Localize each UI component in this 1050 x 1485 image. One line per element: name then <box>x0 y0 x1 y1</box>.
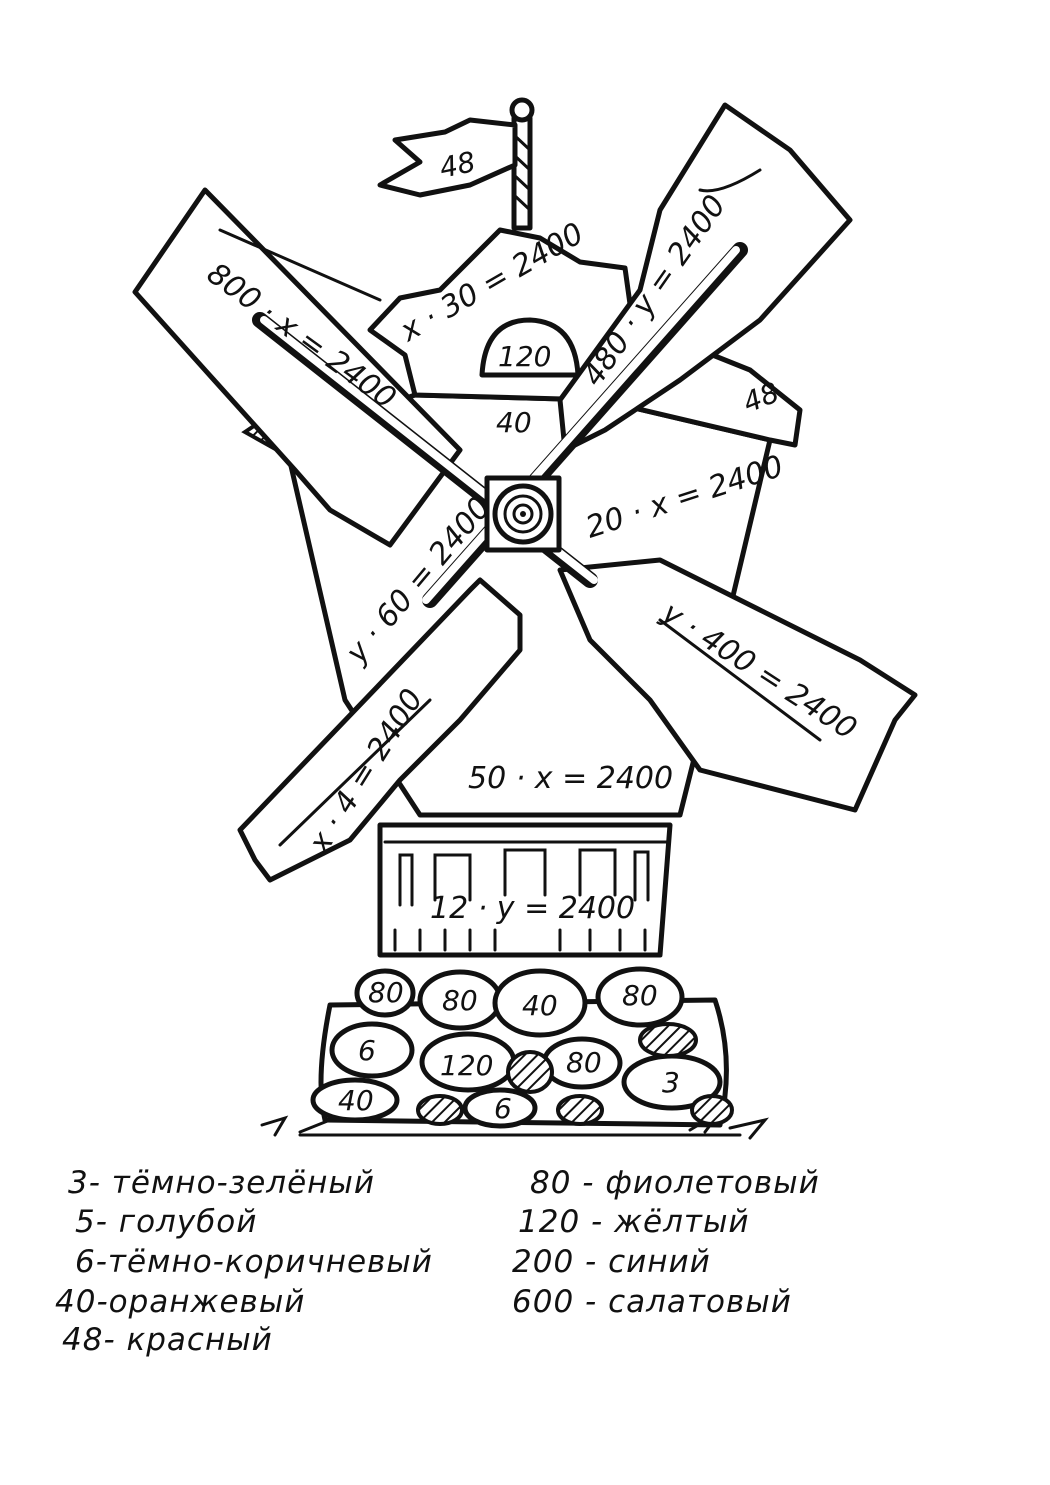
stone-number: 80 <box>442 984 478 1017</box>
hub <box>484 475 562 553</box>
stone <box>595 966 685 1028</box>
stone <box>462 1087 538 1129</box>
blade-lower-right <box>557 557 918 813</box>
stone-number: 80 <box>622 979 658 1012</box>
blade-upper-left <box>132 187 463 548</box>
stone <box>354 968 416 1018</box>
grass <box>260 1110 769 1140</box>
legend-entry: 600 - салатовый <box>512 1284 792 1320</box>
flag-knob <box>509 97 535 123</box>
legend-entry: 3- тёмно-зелёный <box>68 1165 375 1201</box>
stone-hatched <box>416 1094 464 1126</box>
legend-entry: 40-оранжевый <box>55 1284 305 1320</box>
color-legend: 3- тёмно-зелёный 5- голубой 6-тёмно-кори… <box>55 1165 820 1358</box>
stone-hatched <box>638 1022 698 1058</box>
stone-number: 6 <box>494 1092 512 1125</box>
roof-window <box>479 317 581 378</box>
stone-number: 6 <box>358 1034 376 1067</box>
stone-hatched <box>556 1094 604 1126</box>
legend-entry: 80 - фиолетовый <box>530 1165 820 1201</box>
stone-hatched <box>690 1094 734 1126</box>
stone-number: 40 <box>338 1084 374 1117</box>
gable-number: 40 <box>496 406 532 439</box>
flag <box>377 117 518 198</box>
stone-number: 80 <box>368 976 404 1009</box>
stone-hatched <box>506 1050 554 1094</box>
flag-number: 48 <box>437 145 479 185</box>
roof-window-number: 120 <box>498 340 551 373</box>
stone <box>329 1021 415 1079</box>
stone-foundation <box>310 966 734 1129</box>
stone <box>310 1077 400 1123</box>
legend-entry: 200 - синий <box>512 1244 711 1280</box>
stone <box>492 968 588 1038</box>
legend-entry: 48- красный <box>62 1322 273 1358</box>
legend-entry: 6-тёмно-коричневый <box>75 1244 433 1280</box>
stone-number: 40 <box>522 989 558 1022</box>
legend-entry: 5- голубой <box>75 1204 257 1240</box>
stone-number: 120 <box>440 1049 493 1082</box>
blade-lower-left <box>237 577 523 883</box>
base-gallery <box>377 822 673 958</box>
stone-number: 80 <box>566 1046 602 1079</box>
tower-bottom-equation: 50 · x = 2400 <box>468 761 673 796</box>
legend-entry: 120 - жёлтый <box>518 1204 750 1240</box>
base-equation: 12 · y = 2400 <box>430 891 635 926</box>
stone-number: 3 <box>662 1066 680 1099</box>
